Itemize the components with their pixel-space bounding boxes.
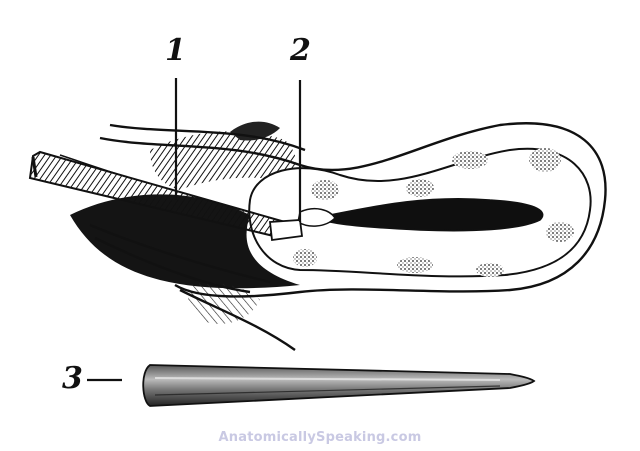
callout-label-2: 2 — [290, 33, 311, 68]
probe-rod — [142, 364, 536, 407]
watermark: AnatomicallySpeaking.com — [218, 430, 422, 445]
inserted-instrument — [28, 150, 304, 242]
callout-label-1: 1 — [165, 33, 186, 68]
callout-label-3: 3 — [62, 361, 83, 396]
inner-lumen — [297, 197, 544, 232]
callout-lines — [87, 78, 302, 382]
